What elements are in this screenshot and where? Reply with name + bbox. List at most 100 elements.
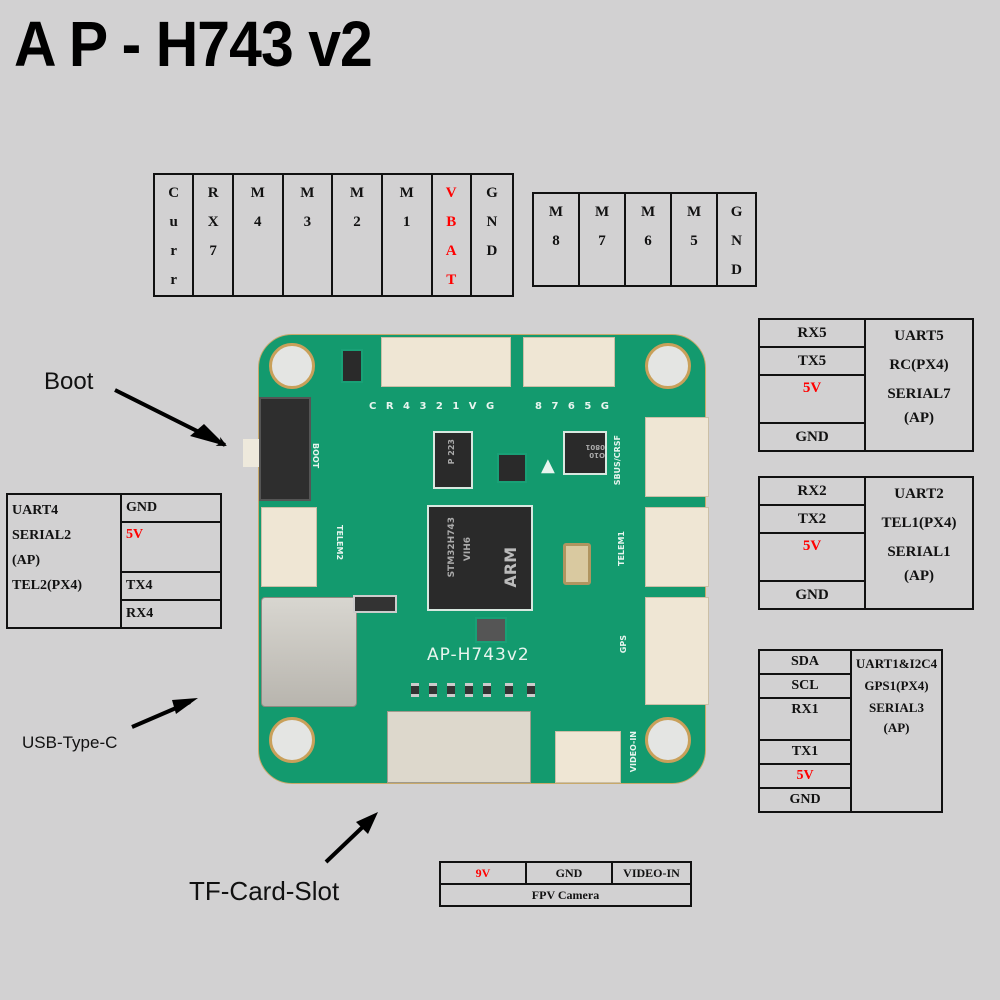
column-char: D (486, 243, 498, 259)
silk-sbus: SBUS/CRSF (613, 435, 622, 486)
regulator-component (353, 595, 397, 613)
uart2-desc: UART2 TEL1(PX4) SERIAL1 (AP) (864, 476, 974, 610)
mcu-arm-logo: ARM (501, 547, 520, 588)
uart2-table: RX2 UART2 TEL1(PX4) SERIAL1 (AP) TX2 5V … (758, 476, 974, 610)
column-char: 5 (690, 233, 698, 249)
smd-resistor (505, 683, 513, 697)
imu-marking: O10 0801 (585, 443, 605, 459)
silk-telem1: TELEM1 (617, 531, 626, 567)
column-char: 2 (353, 214, 361, 230)
smd-resistor (483, 683, 491, 697)
barometer-chip: P 223 (433, 431, 473, 489)
column-char: X (207, 214, 219, 230)
fpv-camera-table: 9V GND VIDEO-IN FPV Camera (439, 861, 692, 907)
silk-motor-left-pins: C R 4 3 2 1 V G (369, 401, 498, 412)
mounting-hole (645, 343, 691, 389)
boot-arrow-head (190, 424, 226, 446)
tf-card-slot[interactable] (387, 711, 531, 783)
column-char: 7 (598, 233, 606, 249)
flight-controller-board: C R 4 3 2 1 V G 8 7 6 5 G SBUS/CRSF TELE… (243, 334, 709, 784)
boot-button[interactable] (259, 397, 311, 501)
pin-5v: 5V (758, 532, 866, 582)
pin-gnd: GND (525, 861, 613, 885)
mcu-part-number: STM32H743 (447, 517, 457, 578)
pin-video-in: VIDEO-IN (611, 861, 692, 885)
column-char: B (446, 214, 457, 230)
smd-resistor (465, 683, 473, 697)
column-char: 6 (644, 233, 652, 249)
pin-gnd: GND (120, 493, 222, 523)
diode-component (341, 349, 363, 383)
pin-gnd: GND (758, 787, 852, 813)
desc-line: UART5 (894, 328, 944, 344)
mounting-hole (269, 343, 315, 389)
uart5-table: RX5 UART5 RC(PX4) SERIAL7 (AP) TX5 5V GN… (758, 318, 974, 452)
sbus-connector (645, 417, 709, 497)
pin-5v: 5V (120, 521, 222, 573)
uart1-desc: UART1&I2C4 GPS1(PX4) SERIAL3 (AP) (850, 649, 943, 813)
telem2-connector (261, 507, 317, 587)
tf-callout-label: TF-Card-Slot (189, 876, 340, 906)
gps-connector (645, 597, 709, 705)
board-name-silkscreen: AP-H743v2 (427, 645, 530, 665)
desc-line: SERIAL7 (887, 386, 951, 402)
uart4-desc: UART4 SERIAL2 (AP) TEL2(PX4) (6, 493, 122, 629)
sensor-chip (475, 617, 507, 643)
usb-type-c-port[interactable] (261, 597, 357, 707)
orientation-arrow-icon: ▲ (541, 455, 555, 476)
column-char: G (486, 185, 498, 201)
column-char: 7 (209, 243, 217, 259)
smd-resistor (411, 683, 419, 697)
uart1-table: SDA UART1&I2C4 GPS1(PX4) SERIAL3 (AP) SC… (758, 649, 943, 813)
pin-rx1: RX1 (758, 697, 852, 741)
desc-line: TEL1(PX4) (881, 515, 957, 531)
smd-resistor (429, 683, 437, 697)
column-char: T (446, 272, 457, 288)
pin-tx4: TX4 (120, 571, 222, 601)
column-char: V (445, 185, 457, 201)
column-char: u (169, 214, 178, 230)
desc-line: UART1&I2C4 (855, 656, 938, 671)
column-char: C (168, 185, 180, 201)
desc-line: (AP) (883, 720, 910, 735)
crystal-oscillator (563, 543, 591, 585)
column-char: r (170, 272, 178, 288)
column-char: R (207, 185, 219, 201)
fpv-caption: FPV Camera (439, 883, 692, 907)
usb-arrow (131, 700, 191, 729)
uart5-desc: UART5 RC(PX4) SERIAL7 (AP) (864, 318, 974, 452)
pin-tx2: TX2 (758, 504, 866, 534)
pin-rx2: RX2 (758, 476, 866, 506)
desc-line: SERIAL1 (887, 544, 951, 560)
column-char: N (486, 214, 498, 230)
column-char: M (349, 185, 365, 201)
column-char: N (731, 233, 742, 249)
tf-arrow-head (356, 812, 378, 834)
silk-video-in: VIDEO-IN (629, 731, 638, 773)
desc-line: SERIAL3 (869, 700, 924, 715)
imu-chip: O10 0801 (563, 431, 607, 475)
column-char: M (250, 185, 265, 201)
mounting-hole (645, 717, 691, 763)
boot-arrow (114, 388, 227, 447)
column-char: M (686, 204, 702, 220)
column-char: A (445, 243, 457, 259)
column-char: M (640, 204, 656, 220)
usb-arrow-head (172, 698, 198, 714)
column-char: M (300, 185, 315, 201)
desc-line: UART2 (894, 486, 944, 502)
telem1-connector (645, 507, 709, 587)
pin-sda: SDA (758, 649, 852, 675)
tf-arrow (324, 818, 372, 864)
silk-telem2: TELEM2 (335, 525, 344, 561)
